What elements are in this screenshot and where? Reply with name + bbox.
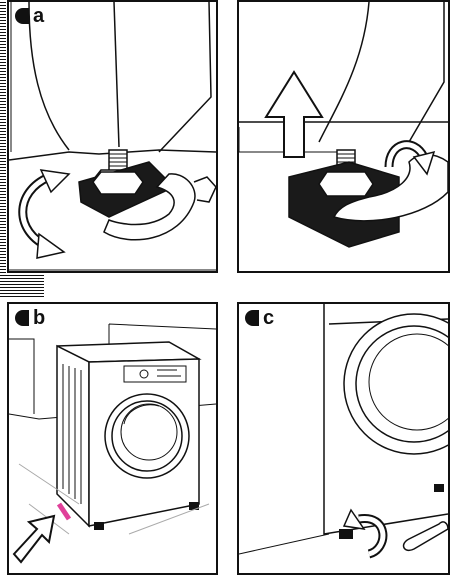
panel-c-illustration — [239, 304, 448, 573]
panel-a-loosen: a — [7, 0, 218, 273]
panel-b-check-level: b — [7, 302, 218, 575]
panel-a-raise — [237, 0, 450, 273]
panel-a-illustration — [9, 2, 216, 271]
panel-marker-icon — [245, 310, 259, 326]
left-edge-stripes — [0, 0, 6, 273]
panel-b-label: b — [15, 310, 45, 326]
panel-a-raise-illustration — [239, 2, 448, 271]
panel-c-label: c — [245, 310, 274, 326]
panel-letter: c — [263, 310, 274, 326]
panel-letter: b — [33, 310, 45, 326]
panel-a-label: a — [15, 8, 44, 24]
panel-b-illustration — [9, 304, 216, 573]
section-divider-hatch — [0, 275, 44, 297]
panel-c-tighten: c — [237, 302, 450, 575]
panel-letter: a — [33, 8, 44, 24]
panel-marker-icon — [15, 310, 29, 326]
panel-marker-icon — [15, 8, 29, 24]
